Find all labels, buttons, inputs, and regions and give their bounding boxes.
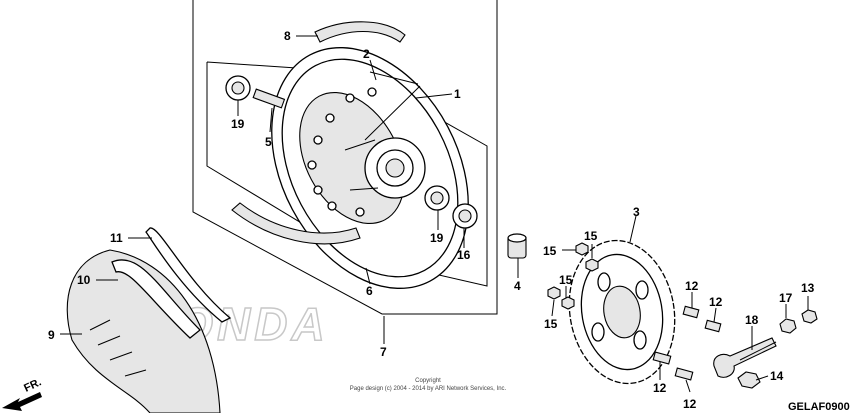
- callout-6: 6: [366, 284, 373, 298]
- nut-13-icon: [801, 309, 818, 324]
- diagram-code: GELAF0900B: [788, 401, 850, 413]
- callout-15-d: 15: [544, 317, 558, 331]
- nut-17-icon: [779, 318, 797, 334]
- callout-15-a: 15: [543, 244, 557, 258]
- callout-1: 1: [454, 87, 461, 101]
- nut-14-icon: [737, 371, 761, 389]
- callout-8: 8: [284, 29, 291, 43]
- callout-14: 14: [770, 369, 784, 383]
- callout-10: 10: [77, 273, 91, 287]
- rim-band-11-icon: [145, 227, 232, 323]
- callout-15-c: 15: [559, 273, 573, 287]
- tire-9-icon: [66, 249, 221, 413]
- callout-16: 16: [457, 248, 471, 262]
- tube-10-icon: [111, 259, 201, 339]
- callout-5: 5: [265, 135, 272, 149]
- copyright-line-2: Page design (c) 2004 - 2014 by ARI Netwo…: [350, 386, 507, 392]
- collar-4-icon: [507, 233, 527, 259]
- callout-12-d: 12: [683, 397, 697, 411]
- bolt-12-icons: [652, 305, 722, 381]
- bearing-19-right-icon: [424, 185, 450, 211]
- sprocket-3-icon: [568, 239, 676, 385]
- callout-19-left: 19: [231, 117, 245, 131]
- callout-11: 11: [110, 231, 123, 245]
- assembly-box-outline: [192, 0, 498, 315]
- callout-12-b: 12: [709, 295, 723, 309]
- copyright-line-1: Copyright: [415, 378, 441, 384]
- rim-strip-6-icon: [231, 202, 361, 245]
- bearing-16-icon: [452, 203, 478, 229]
- callout-12-c: 12: [653, 381, 667, 395]
- adjuster-18-icon: [713, 337, 777, 378]
- callout-3: 3: [633, 205, 640, 219]
- callout-7: 7: [380, 345, 387, 359]
- wheel-hub-icon: [344, 137, 426, 199]
- bearing-19-left-icon: [225, 75, 251, 101]
- nut-15-icons: [547, 242, 599, 310]
- collar-5-icon: [252, 88, 286, 109]
- callout-17: 17: [779, 291, 793, 305]
- callout-19-right: 19: [430, 231, 444, 245]
- callout-2: 2: [363, 47, 370, 61]
- callout-4: 4: [514, 279, 521, 293]
- callout-12-a: 12: [685, 279, 699, 293]
- callout-13: 13: [801, 281, 815, 295]
- callout-9: 9: [48, 328, 55, 342]
- rim-band-8-icon: [314, 21, 406, 43]
- spoke-2-icon: [364, 71, 421, 141]
- callout-18: 18: [745, 313, 759, 327]
- callout-15-b: 15: [584, 229, 598, 243]
- front-direction-arrow-icon: [2, 392, 42, 411]
- front-direction-label: FR.: [22, 376, 43, 394]
- leader-lines: [60, 35, 809, 393]
